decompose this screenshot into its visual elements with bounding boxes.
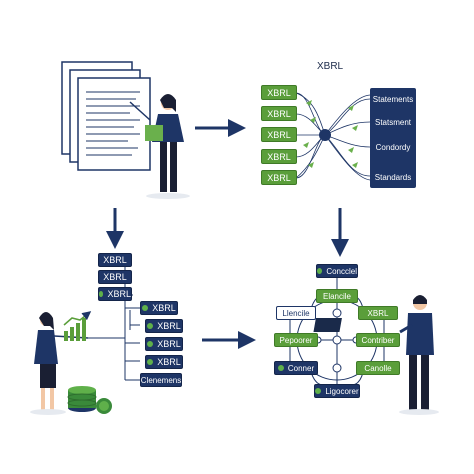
xbrl-tag-top-4: XBRL: [261, 149, 297, 164]
xbrl-stack-tag-1: XBRL: [98, 253, 132, 267]
statements-label-4: Standards: [374, 172, 412, 182]
xbrl-tag-top-3: XBRL: [261, 127, 297, 142]
statements-label-1: Statements: [372, 94, 414, 104]
node-left-upper: Llencile: [276, 306, 316, 320]
node-upper-center: Elancile: [316, 289, 358, 303]
xbrl-branch-tag-4: XBRL: [145, 355, 183, 369]
xbrl-title: XBRL: [317, 61, 344, 72]
network-hub-icon: [319, 129, 331, 141]
statements-label-3: Condordy: [375, 142, 411, 152]
node-right-low: Canolle: [356, 361, 400, 375]
node-bottom: Ligocorer: [314, 384, 360, 398]
node-top: Concclel: [316, 264, 358, 278]
coin-stack-icon: [67, 386, 112, 414]
growth-chart-icon: [63, 311, 92, 341]
xbrl-branch-tag-1: XBRL: [140, 301, 178, 315]
network-lines-top: [295, 92, 371, 181]
laptop-person-icon: [313, 295, 439, 415]
statements-panel: [370, 88, 416, 188]
presenter-person-icon: [129, 94, 190, 199]
analyst-person-icon: [30, 312, 89, 415]
xbrl-branch-tag-2: XBRL: [145, 319, 183, 333]
footer-label: Clenemens: [140, 373, 182, 387]
xbrl-stack-tag-3: XBRL: [98, 287, 132, 301]
document-stack-icon: [61, 61, 151, 171]
node-left-low: Conner: [274, 361, 318, 375]
leaf-icons-top: [303, 100, 358, 168]
xbrl-stack-tag-2: XBRL: [98, 270, 132, 284]
xbrl-tag-top-5: XBRL: [261, 170, 297, 185]
node-right-mid: Contriber: [356, 333, 400, 347]
node-right-upper: XBRL: [358, 306, 398, 320]
node-left-mid: Pepoorer: [274, 333, 318, 347]
xbrl-tag-top-1: XBRL: [261, 85, 297, 100]
xbrl-tag-top-2: XBRL: [261, 106, 297, 121]
statements-label-2: Statsment: [374, 117, 411, 127]
xbrl-branch-tag-3: XBRL: [145, 337, 183, 351]
